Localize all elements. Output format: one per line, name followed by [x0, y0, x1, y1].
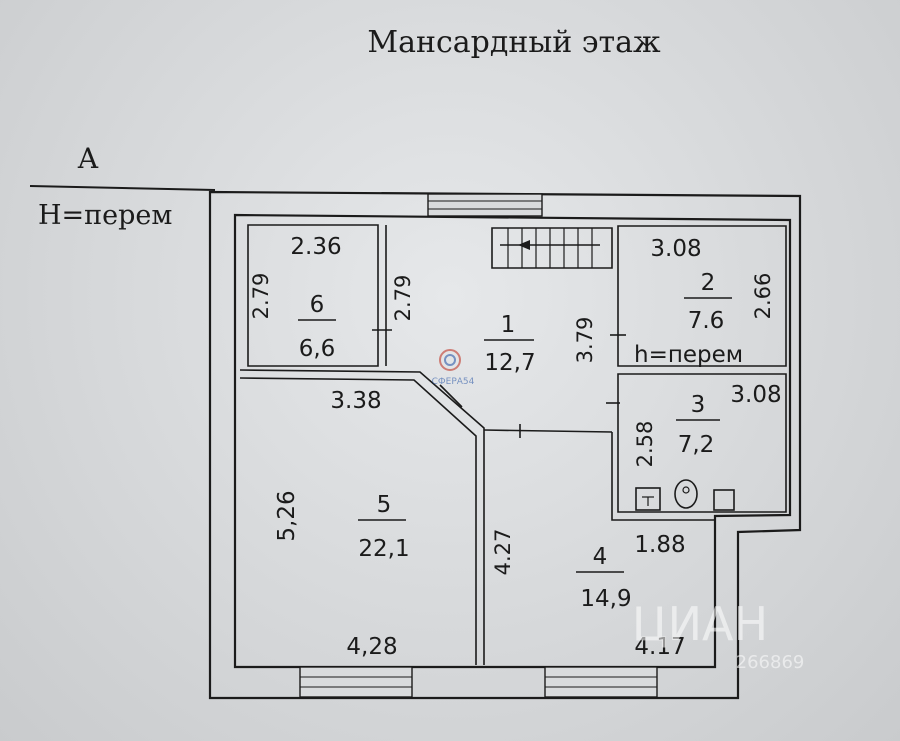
room-6-walls	[247, 224, 379, 367]
axis-label: А	[77, 142, 98, 175]
door-mark-5	[439, 384, 463, 408]
room-4-top-dim: 1.88	[634, 532, 685, 558]
plan-title: Мансардный этаж	[367, 25, 661, 60]
room-2-level: h=перем	[634, 342, 743, 368]
room-4-height: 4.27	[491, 529, 515, 576]
room-4-top-wall	[483, 429, 613, 433]
room-2-width: 3.08	[650, 236, 701, 262]
room-2-height: 2.66	[751, 273, 775, 320]
window-bottom-right	[544, 666, 658, 698]
outer-wall-outline	[208, 190, 802, 700]
window-top	[427, 193, 543, 217]
room-1-area: 12,7	[484, 350, 535, 376]
cian-id-watermark: 266869	[736, 652, 805, 673]
room-3-inner	[611, 432, 715, 521]
bathroom-fixtures	[635, 479, 735, 511]
room-3-height: 2.58	[633, 421, 657, 468]
room-2-walls	[617, 225, 787, 367]
mid-wall-left-inner	[239, 377, 477, 665]
room-4-number: 4	[593, 544, 608, 570]
room-6-area: 6,6	[299, 336, 336, 362]
room-1-left-dim: 2.79	[391, 275, 415, 322]
room-4-area: 14,9	[580, 586, 631, 612]
room-3-walls	[617, 373, 787, 513]
room-4-bottom-dim: 4.17	[634, 634, 685, 660]
cian-watermark: ЦИАН	[632, 597, 768, 651]
room-1-number: 1	[501, 312, 516, 338]
room-5-width: 3.38	[330, 388, 381, 414]
room-6-width: 2.36	[290, 234, 341, 260]
sfera-logo-text: СФЕРА54	[432, 377, 475, 387]
room-5-height: 5,26	[274, 490, 300, 541]
mid-wall-left	[239, 369, 485, 665]
window-bottom-left	[299, 666, 413, 698]
inner-wall-outline	[233, 213, 792, 669]
axis-leader-line	[29, 185, 216, 191]
room-2-number: 2	[701, 270, 716, 296]
room-6-height: 2.79	[249, 273, 273, 320]
room-3-number: 3	[691, 392, 706, 418]
room-3-width: 3.08	[730, 382, 781, 408]
room-2-area: 7.6	[688, 308, 725, 334]
room-3-area: 7,2	[678, 432, 715, 458]
sfera-logo-watermark: СФЕРА54	[432, 349, 475, 387]
room-5-area: 22,1	[358, 536, 409, 562]
room-5-number: 5	[377, 492, 392, 518]
room-6-number: 6	[310, 292, 325, 318]
staircase	[491, 227, 613, 269]
level-label: Н=перем	[38, 200, 172, 231]
room-1-right-dim: 3.79	[573, 317, 597, 364]
room-5-bottom-dim: 4,28	[346, 634, 397, 660]
